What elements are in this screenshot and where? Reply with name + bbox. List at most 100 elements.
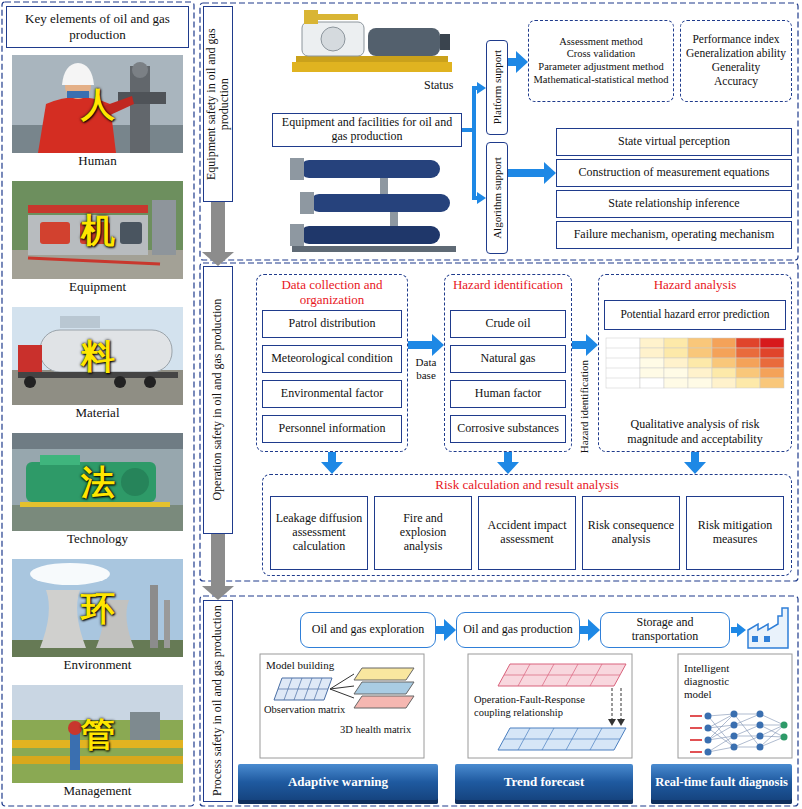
- coupling-figure: [621, 688, 622, 720]
- photo-technology: [12, 433, 183, 531]
- element-character: 法: [12, 433, 183, 531]
- pump-set: [390, 212, 398, 226]
- box-label: Oil and gas exploration: [305, 623, 431, 637]
- photo-environment: [40, 590, 86, 648]
- process-box: Environmental factor: [262, 380, 402, 408]
- photo-human: [132, 62, 148, 78]
- photo-material: [144, 376, 156, 388]
- coupling-figure: [498, 664, 626, 686]
- flow-arrow: [691, 452, 699, 462]
- method-item: Parameter adjustment method: [533, 61, 669, 74]
- method-item: Performance index: [685, 33, 787, 47]
- photo-environment: [30, 563, 110, 585]
- figure-label: Operation-Fault-Response coupling relati…: [472, 694, 604, 719]
- pump-set: [290, 224, 304, 246]
- label-anchor: Hazard identification: [574, 348, 596, 466]
- neural-network-figure: [705, 737, 712, 744]
- flow-arrow: [408, 341, 432, 349]
- method-list-box: Assessment methodCross validationParamet…: [528, 20, 674, 102]
- photo-management: [12, 685, 183, 783]
- section-label: Equipment safety in oil and gas producti…: [205, 10, 231, 198]
- risk-heatmap: [688, 338, 712, 348]
- risk-heatmap: [712, 378, 736, 388]
- process-box: State relationship inference: [556, 190, 792, 218]
- box-label: Failure mechanism, operating mechanism: [561, 228, 787, 242]
- risk-heatmap: [664, 378, 688, 388]
- process-box: Meteorological condition: [262, 345, 402, 373]
- photo-management: [130, 712, 160, 740]
- risk-heatmap: [736, 358, 760, 368]
- flow-arrow: [462, 88, 477, 130]
- neural-network-figure: [690, 716, 702, 752]
- box-label: Environmental factor: [267, 387, 397, 401]
- neural-network-figure: [705, 711, 764, 756]
- photo-technology: [12, 433, 183, 531]
- process-box: Risk consequence analysis: [582, 496, 680, 570]
- risk-heatmap: [606, 378, 640, 379]
- method-list-box: Performance indexGeneralization abilityG…: [680, 20, 792, 102]
- risk-heatmap: [664, 358, 688, 368]
- neural-network-figure: [781, 722, 788, 729]
- neural-network-figure: [678, 654, 792, 758]
- group-title: Risk calculation and result analysis: [268, 478, 786, 493]
- risk-heatmap: [640, 338, 664, 348]
- photo-material: [60, 316, 100, 328]
- neural-network-figure: [705, 725, 712, 732]
- risk-heatmap: [760, 368, 784, 378]
- model-building-figure: [260, 654, 424, 758]
- photo-caption: Management: [12, 783, 183, 799]
- risk-heatmap: [736, 338, 760, 348]
- group-box: Data collection and organizationPatrol d…: [256, 274, 408, 452]
- risk-heatmap: [736, 368, 760, 378]
- result-bar: Trend forecast: [455, 764, 633, 804]
- section-label: Algorithm support: [491, 146, 503, 250]
- photo-caption: Material: [12, 405, 183, 421]
- neural-network-figure: [708, 714, 784, 752]
- photo-equipment: [12, 181, 183, 279]
- photo-caption: Environment: [12, 657, 183, 673]
- photo-management: [70, 730, 80, 770]
- box-label: Risk mitigation measures: [691, 519, 779, 547]
- result-bar: Real-time fault diagnosis: [651, 764, 792, 804]
- process-box: Corrosive substances: [450, 415, 566, 443]
- section-label: Process safety in oil and gas production: [211, 604, 224, 798]
- neural-network-figure: [705, 749, 712, 756]
- method-item: Mathematical-statistical method: [533, 74, 669, 87]
- coupling-figure: [468, 654, 632, 758]
- risk-heatmap: [606, 368, 640, 369]
- photo-frame: 环Environment: [12, 559, 183, 673]
- label-anchor: Observation matrix: [264, 704, 356, 717]
- box-label: Risk consequence analysis: [587, 519, 675, 547]
- label-anchor: Data base: [410, 356, 442, 382]
- photo-material: [114, 376, 126, 388]
- risk-heatmap: [640, 348, 664, 358]
- dashed-panel: [200, 3, 798, 260]
- risk-heatmap: [712, 338, 736, 348]
- risk-heatmap: [606, 348, 640, 349]
- bar-label: Adaptive warning: [240, 775, 436, 790]
- group-title: Hazard analysis: [604, 278, 786, 293]
- method-item: Generalization ability: [685, 47, 787, 61]
- method-item: Assessment method: [533, 36, 669, 49]
- box-label: Equipment and facilities for oil and gas…: [277, 116, 457, 144]
- coupling-figure: [504, 728, 620, 750]
- photo-human: [12, 55, 183, 153]
- photo-material: [24, 376, 36, 388]
- section-label-box: Equipment safety in oil and gas producti…: [203, 6, 233, 202]
- photo-material: [12, 307, 183, 405]
- figure-label: 3D health matrix: [340, 724, 424, 737]
- factory-icon: [764, 636, 770, 642]
- risk-heatmap: [640, 358, 664, 368]
- dashed-panel: [2, 2, 194, 806]
- label-anchor: Intelligent diagnostic model: [684, 662, 750, 702]
- neural-network-figure: [757, 733, 764, 740]
- photo-technology: [121, 468, 149, 496]
- element-character: 管: [12, 685, 183, 783]
- stage-box: Oil and gas production: [456, 612, 580, 648]
- photo-material: [18, 345, 42, 375]
- photo-equipment: [152, 200, 176, 255]
- risk-heatmap: [712, 358, 736, 368]
- factory-icon: [748, 608, 788, 648]
- compressor-skid: [440, 34, 450, 50]
- coupling-figure: [617, 719, 625, 726]
